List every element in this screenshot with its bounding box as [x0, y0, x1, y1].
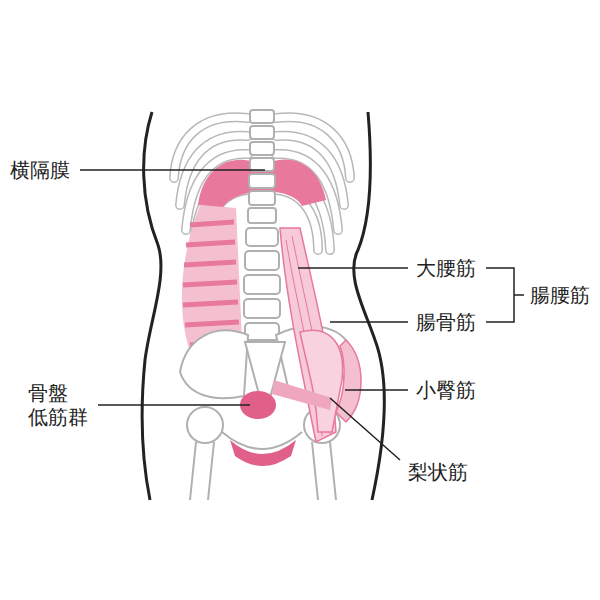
leader-lines	[80, 170, 408, 460]
psoas-label: 大腰筋	[416, 256, 476, 280]
bracket	[486, 268, 524, 322]
iliopsoas-label: 腸腰筋	[530, 283, 590, 307]
iliacus-label: 腸骨筋	[416, 310, 476, 334]
spine	[244, 110, 280, 340]
piriformis	[272, 380, 332, 410]
muscle-stripes	[183, 222, 239, 345]
piriformis-label: 梨状筋	[408, 460, 468, 484]
gluteus-minimus	[336, 340, 361, 422]
pelvic-floor-label: 骨盤 低筋群	[28, 381, 90, 429]
pelvic-floor-lower	[230, 440, 296, 466]
iliacus	[300, 330, 343, 432]
gluteus-label: 小臀筋	[416, 378, 476, 402]
diaphragm-label: 横隔膜	[10, 158, 70, 182]
pelvis	[180, 326, 354, 500]
